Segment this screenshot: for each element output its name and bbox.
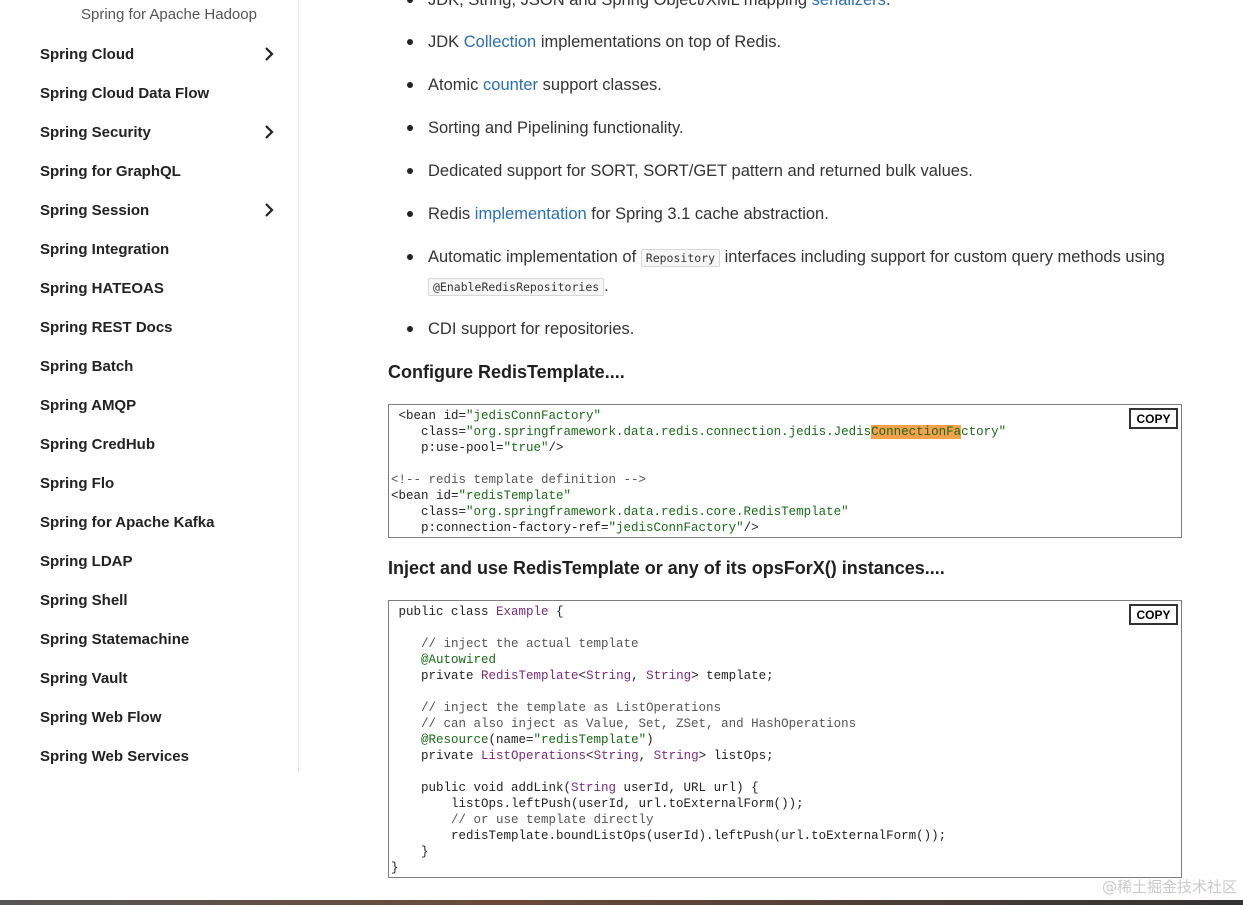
- bullet: [407, 211, 413, 217]
- bullet: [407, 0, 413, 3]
- collection-link[interactable]: Collection: [463, 33, 537, 51]
- sidebar-item-label: Spring Web Services: [40, 747, 189, 765]
- sidebar-item-label: Spring HATEOAS: [40, 279, 164, 297]
- list-item: Dedicated support for SORT, SORT/GET pat…: [407, 157, 1168, 185]
- sidebar-item[interactable]: Spring Integration: [40, 236, 280, 262]
- chevron-right-icon[interactable]: [261, 202, 277, 218]
- sidebar-item[interactable]: Spring Batch: [40, 353, 280, 379]
- bottom-bar: [0, 900, 1243, 905]
- inline-code: Repository: [640, 249, 721, 267]
- sidebar-item[interactable]: Spring for GraphQL: [40, 158, 280, 184]
- sidebar-item[interactable]: Spring AMQP: [40, 392, 280, 418]
- list-item: CDI support for repositories.: [407, 315, 1168, 343]
- list-item: JDK Collection implementations on top of…: [407, 28, 1168, 56]
- code-text: <bean id="jedisConnFactory" class="org.s…: [391, 409, 1007, 535]
- sidebar-item[interactable]: Spring Vault: [40, 665, 280, 691]
- sidebar-item-label: Spring Integration: [40, 240, 170, 258]
- sidebar-item-label: Spring Session: [40, 201, 150, 219]
- sidebar-item-label: Spring Cloud Data Flow: [40, 84, 210, 102]
- sidebar-item[interactable]: Spring Shell: [40, 587, 280, 613]
- sidebar-item-label: Spring Flo: [40, 474, 115, 492]
- sidebar-item-label: Spring Batch: [40, 357, 134, 375]
- sidebar-item[interactable]: Spring HATEOAS: [40, 275, 280, 301]
- bullet: [407, 168, 413, 174]
- bullet: [407, 254, 413, 260]
- sidebar-item[interactable]: Spring Cloud Data Flow: [40, 80, 280, 106]
- sidebar-item-label: Spring for GraphQL: [40, 162, 181, 180]
- sidebar-item[interactable]: Spring LDAP: [40, 548, 280, 574]
- serializers-link[interactable]: serializers: [811, 0, 886, 9]
- copy-button[interactable]: COPY: [1129, 408, 1178, 429]
- list-item: Redis implementation for Spring 3.1 cach…: [407, 200, 1168, 228]
- sidebar-item-label: Spring LDAP: [40, 552, 133, 570]
- sidebar-item[interactable]: Spring Flo: [40, 470, 280, 496]
- list-item: Automatic implementation of Repository i…: [407, 243, 1168, 301]
- sidebar-item-label: Spring Shell: [40, 591, 128, 609]
- counter-link[interactable]: counter: [483, 76, 539, 94]
- list-item: JDK, String, JSON and Spring Object/XML …: [407, 0, 1168, 14]
- list-item: Sorting and Pipelining functionality.: [407, 114, 1168, 142]
- sidebar-item-label: Spring REST Docs: [40, 318, 173, 336]
- inline-code: @EnableRedisRepositories: [428, 278, 605, 296]
- sidebar-item-label: Spring Security: [40, 123, 151, 141]
- sidebar-item-label: Spring for Apache Kafka: [40, 513, 215, 531]
- chevron-right-icon[interactable]: [261, 124, 277, 140]
- list-item: Atomic counter support classes.: [407, 71, 1168, 99]
- code-block-example: COPY public class Example { // inject th…: [388, 600, 1182, 878]
- sidebar-item[interactable]: Spring for Apache Kafka: [40, 509, 280, 535]
- sidebar-item-spring-for-apache-hadoop[interactable]: Spring for Apache Hadoop: [81, 6, 257, 23]
- sidebar-item-label: Spring Vault: [40, 669, 128, 687]
- main-content: JDK, String, JSON and Spring Object/XML …: [388, 0, 1243, 905]
- sidebar-item-label: Spring AMQP: [40, 396, 137, 414]
- bullet: [407, 326, 413, 332]
- sidebar-item-label: Spring Web Flow: [40, 708, 162, 726]
- sidebar-item[interactable]: Spring CredHub: [40, 431, 280, 457]
- sidebar-item-label: Spring Statemachine: [40, 630, 190, 648]
- sidebar-item[interactable]: Spring Web Services: [40, 743, 280, 769]
- watermark: @稀土掘金技术社区: [1101, 878, 1237, 896]
- chevron-right-icon[interactable]: [261, 46, 277, 62]
- section-heading-configure: Configure RedisTemplate....: [388, 362, 625, 382]
- sidebar-item[interactable]: Spring Cloud: [40, 41, 280, 67]
- bullet: [407, 125, 413, 131]
- sidebar-item-label: Spring CredHub: [40, 435, 155, 453]
- section-heading-inject: Inject and use RedisTemplate or any of i…: [388, 558, 945, 578]
- bullet: [407, 82, 413, 88]
- implementation-link[interactable]: implementation: [474, 205, 587, 223]
- sidebar-item[interactable]: Spring REST Docs: [40, 314, 280, 340]
- sidebar-item[interactable]: Spring Web Flow: [40, 704, 280, 730]
- sidebar-item[interactable]: Spring Security: [40, 119, 280, 145]
- code-block-config: COPY <bean id="jedisConnFactory" class="…: [388, 404, 1182, 538]
- copy-button[interactable]: COPY: [1129, 604, 1178, 625]
- bullet: [407, 39, 413, 45]
- sidebar-item[interactable]: Spring Session: [40, 197, 280, 223]
- code-text: public class Example { // inject the act…: [391, 605, 947, 875]
- sidebar-item-label: Spring Cloud: [40, 45, 135, 63]
- sidebar-item[interactable]: Spring Statemachine: [40, 626, 280, 652]
